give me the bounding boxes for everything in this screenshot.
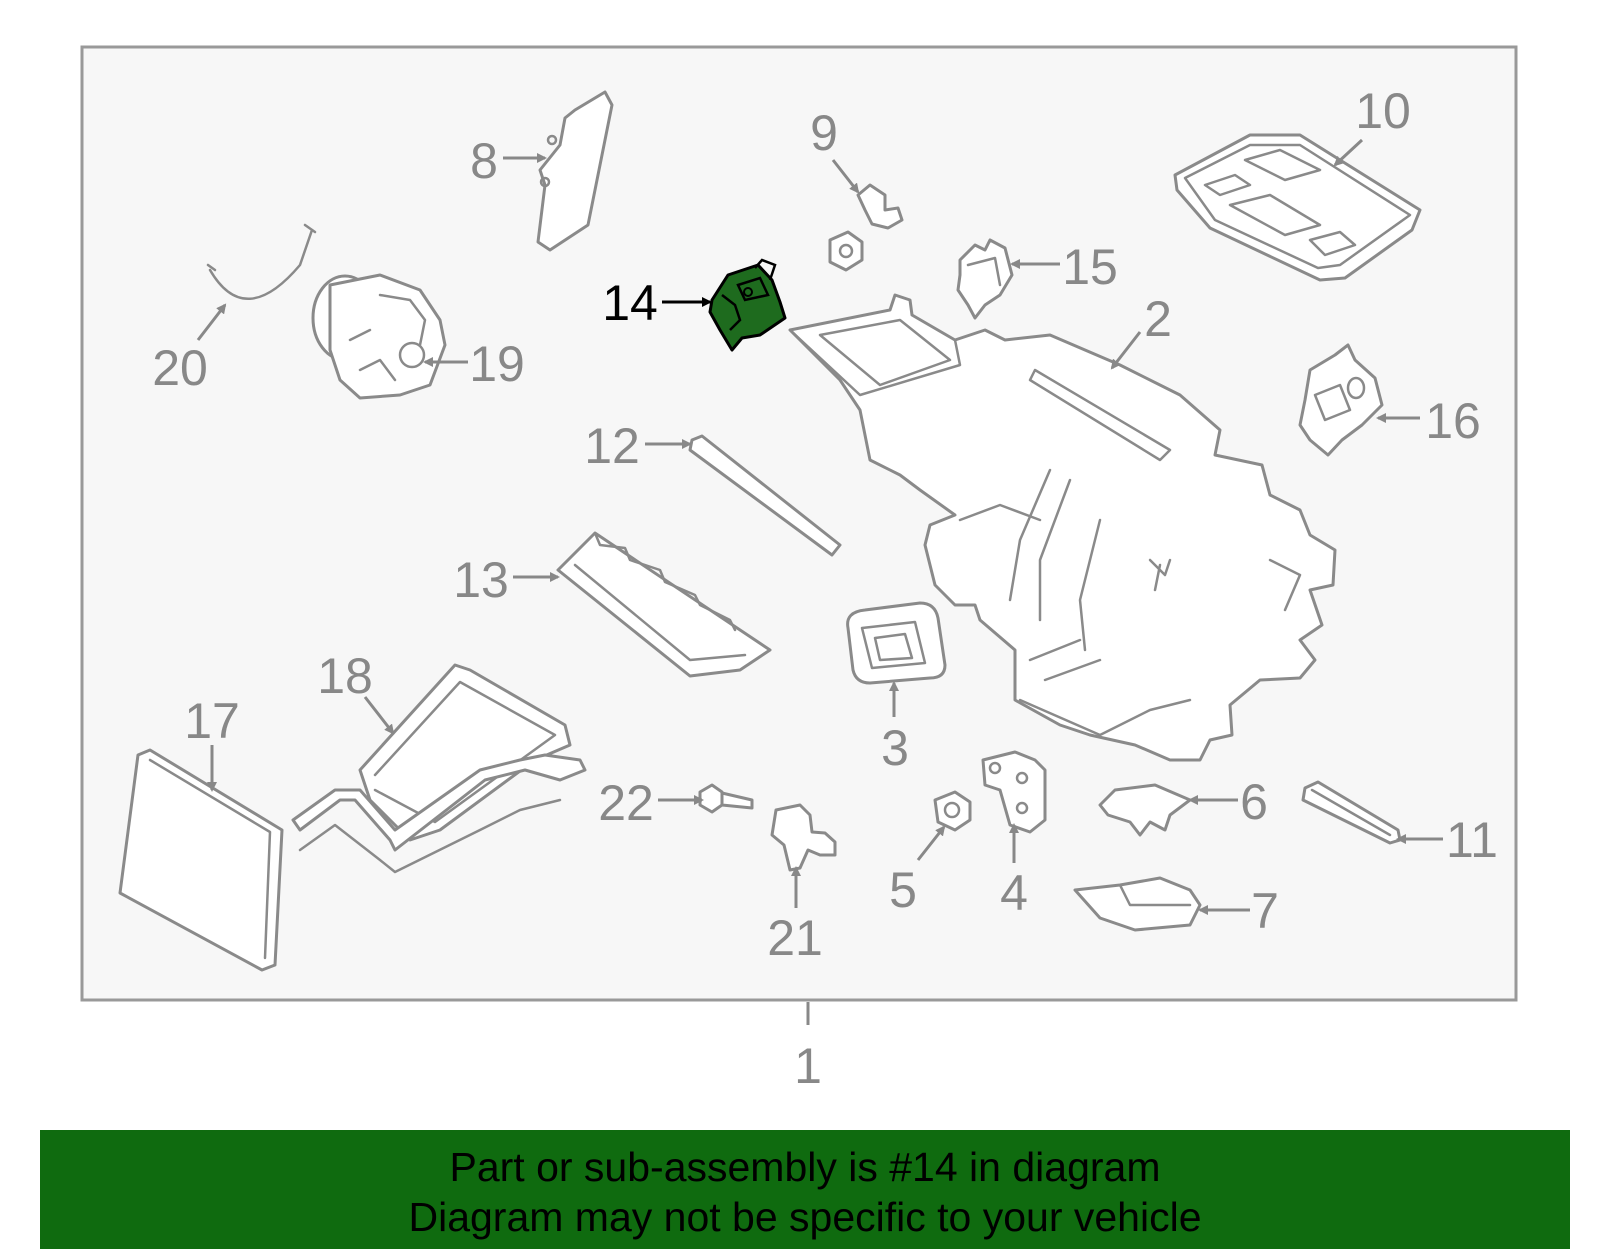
part-6-clip[interactable] <box>1098 783 1192 837</box>
part-19-blower-motor[interactable] <box>311 273 447 400</box>
part-18-heater-core[interactable] <box>291 663 587 874</box>
part-21-sensor[interactable] <box>770 803 837 872</box>
part-9-clip[interactable] <box>828 183 904 272</box>
banner-line-1: Part or sub-assembly is #14 in diagram <box>449 1144 1161 1190</box>
callout-1: 1 <box>794 1038 822 1094</box>
callout-13: 13 <box>453 552 509 608</box>
part-17-evaporator[interactable] <box>118 748 284 972</box>
callout-20: 20 <box>152 340 208 396</box>
part-3-grommet[interactable] <box>846 601 947 685</box>
callout-21: 21 <box>767 910 823 966</box>
callout-2: 2 <box>1144 291 1172 347</box>
part-15-actuator[interactable] <box>956 238 1014 320</box>
leader-2 <box>1110 331 1142 370</box>
part-14-actuator[interactable] <box>708 258 787 352</box>
callout-14: 14 <box>602 275 658 331</box>
part-5-nut[interactable] <box>933 790 972 832</box>
callout-18: 18 <box>317 648 373 704</box>
callout-4: 4 <box>1000 865 1028 921</box>
part-10-cover[interactable] <box>1173 133 1422 282</box>
callout-8: 8 <box>470 133 498 189</box>
part-4-bracket[interactable] <box>981 750 1047 834</box>
info-banner: Part or sub-assembly is #14 in diagram D… <box>40 1130 1570 1249</box>
part-8-bracket[interactable] <box>536 90 614 252</box>
part-20-wire[interactable] <box>206 223 317 300</box>
callout-5: 5 <box>889 862 917 918</box>
callout-6: 6 <box>1240 774 1268 830</box>
callout-12: 12 <box>584 418 640 474</box>
callout-22: 22 <box>598 775 654 831</box>
leader-20 <box>196 303 227 341</box>
part-22-bolt[interactable] <box>698 783 754 814</box>
leader-9 <box>831 159 860 194</box>
callout-19: 19 <box>469 336 525 392</box>
callout-16: 16 <box>1425 393 1481 449</box>
callout-3: 3 <box>881 720 909 776</box>
callout-17: 17 <box>184 693 240 749</box>
parts-diagram: 1 2 3 4 5 6 7 8 9 10 11 12 13 14 15 16 1… <box>80 45 1518 1094</box>
leader-10 <box>1333 138 1364 167</box>
leader-5 <box>916 825 946 861</box>
callout-9: 9 <box>810 105 838 161</box>
callout-15: 15 <box>1062 239 1118 295</box>
callout-11: 11 <box>1446 812 1498 868</box>
leader-18 <box>363 696 395 735</box>
part-2-hvac-housing[interactable] <box>788 293 1337 762</box>
callout-7: 7 <box>1251 883 1279 939</box>
part-16-actuator[interactable] <box>1298 343 1384 457</box>
part-13-panel[interactable] <box>556 531 772 678</box>
banner-line-2: Diagram may not be specific to your vehi… <box>408 1194 1202 1240</box>
callout-10: 10 <box>1355 83 1411 139</box>
